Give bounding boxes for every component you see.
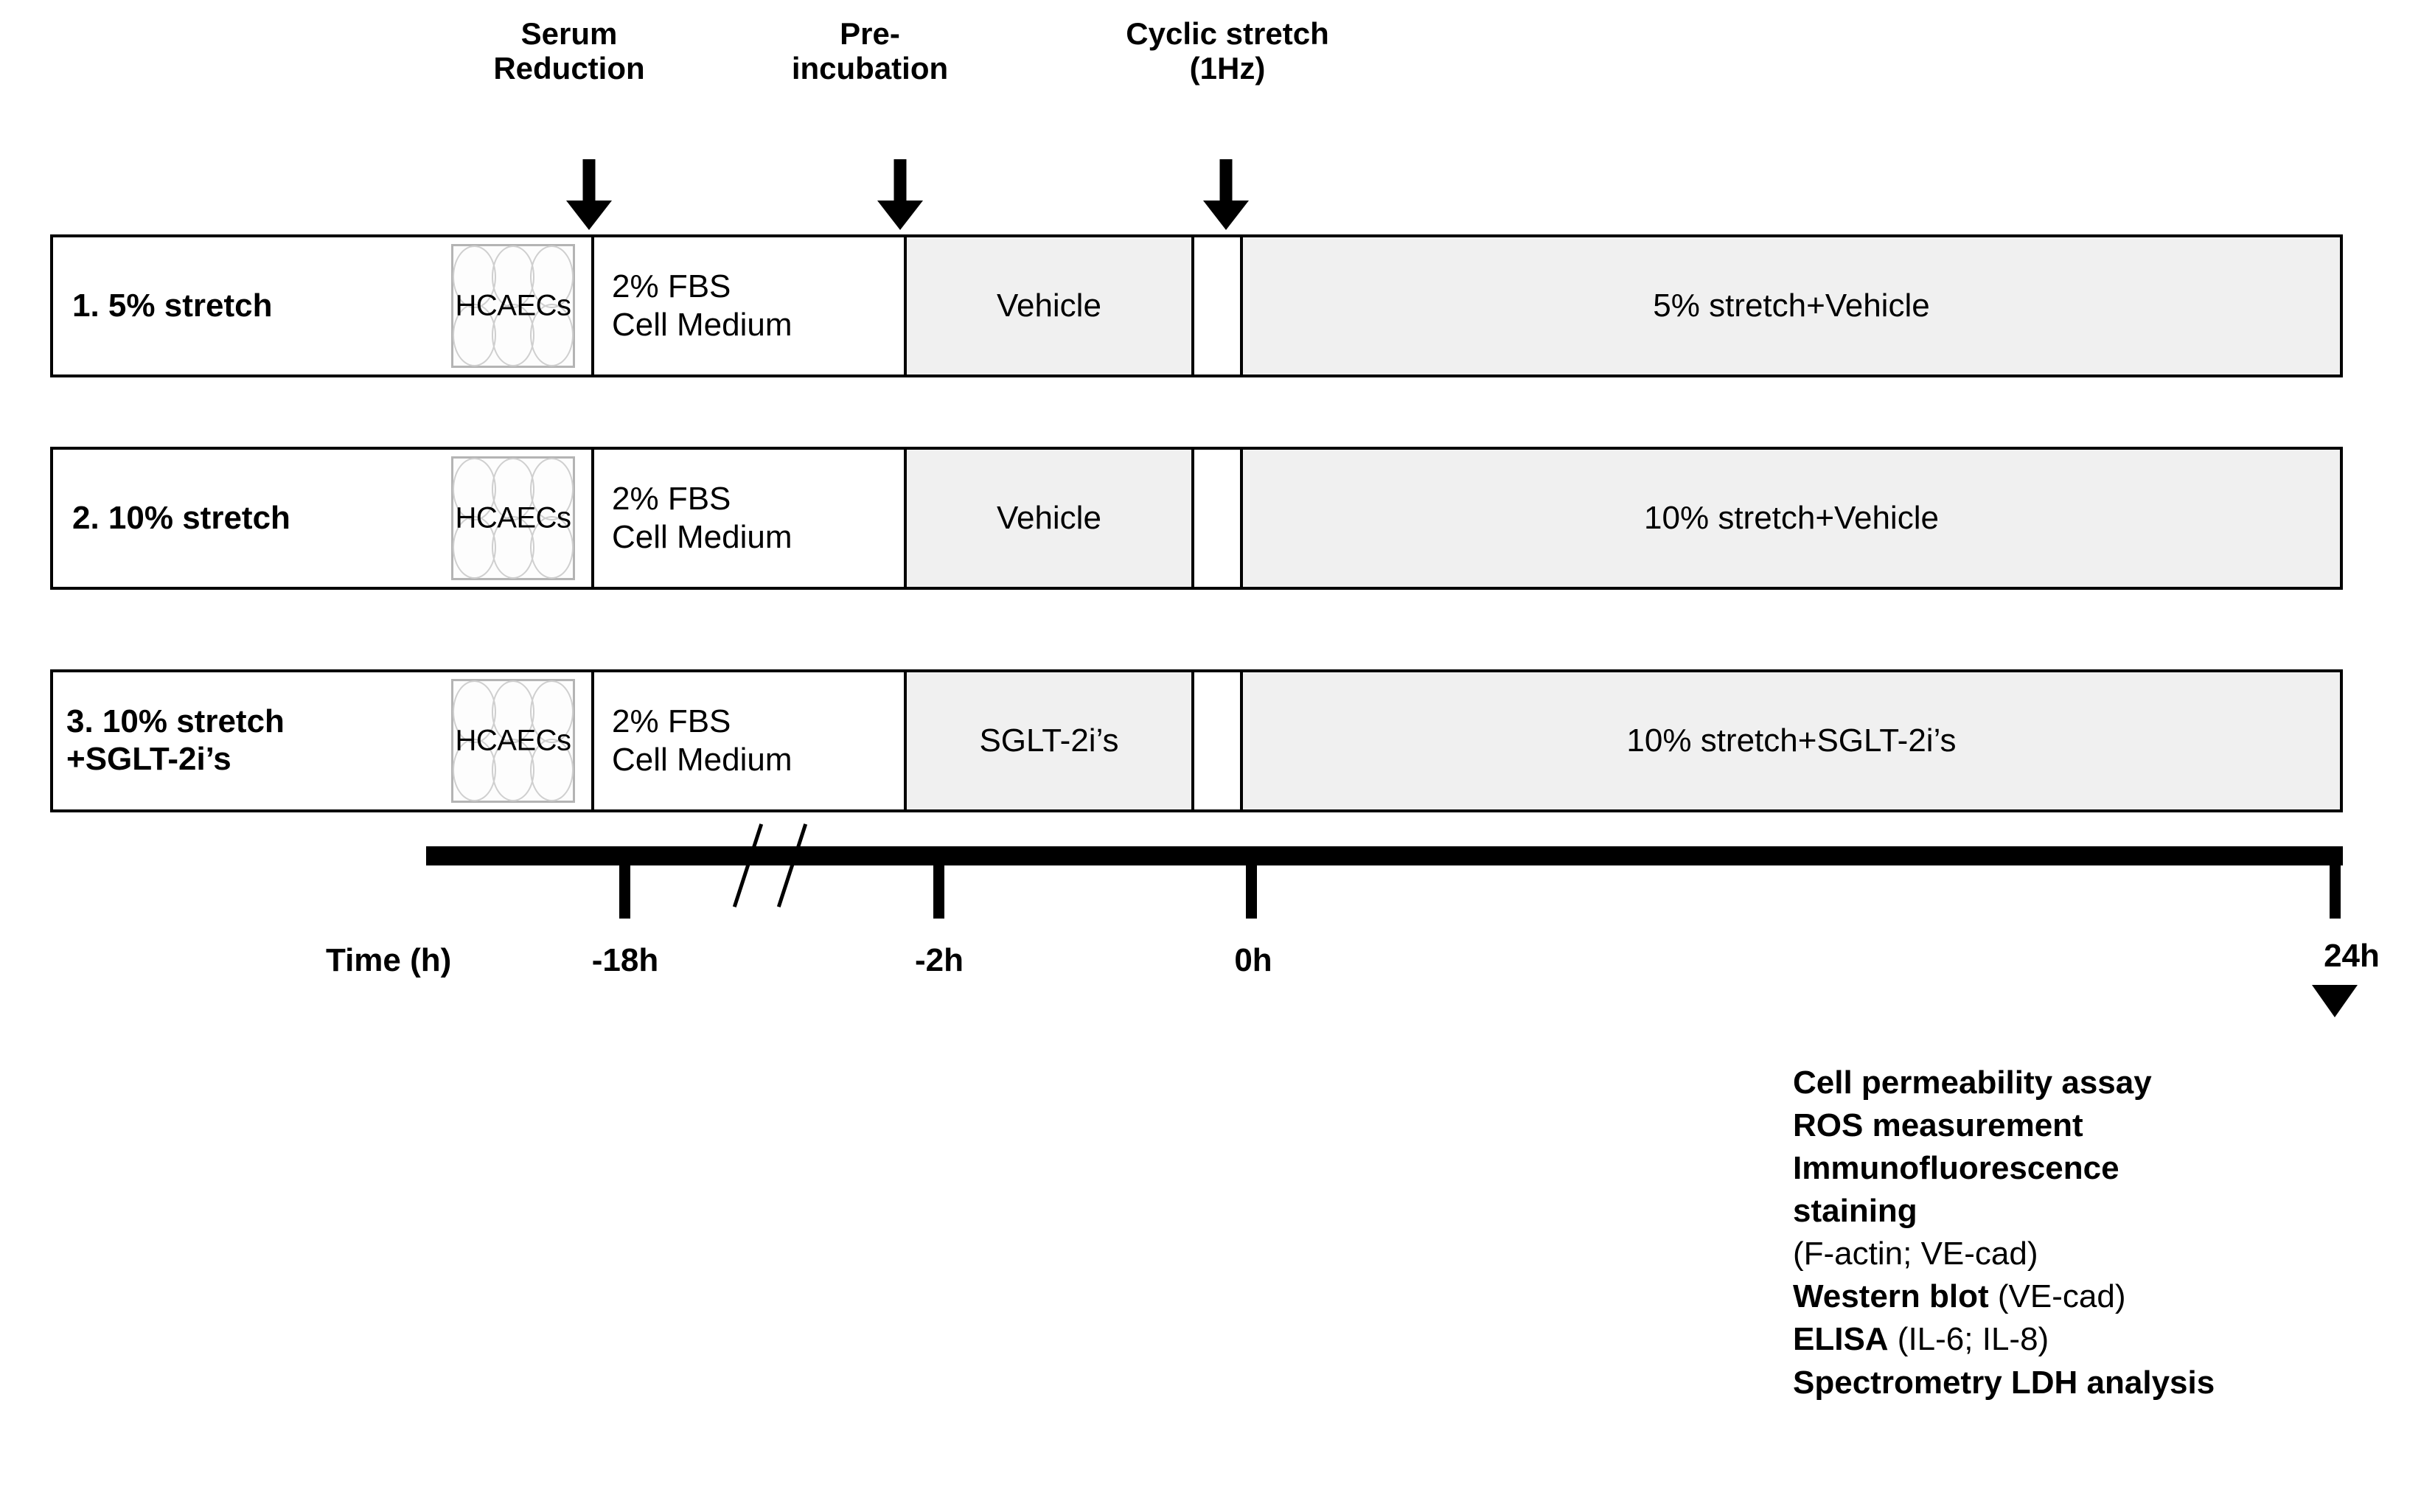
row-3-pre-incubation-cell: SGLT-2i’s — [904, 672, 1191, 809]
row-1-medium-cell: 2% FBS Cell Medium — [591, 237, 904, 374]
timeline-axis-bar — [426, 846, 2343, 865]
row-2-gap-cell — [1191, 450, 1240, 587]
row-1-pre-incubation-cell: Vehicle — [904, 237, 1191, 374]
assay-item: Immunofluorescence — [1793, 1147, 2383, 1190]
well-plate-icon: HCAECs — [451, 456, 575, 580]
assay-item-name: ELISA — [1793, 1321, 1889, 1358]
assay-item-detail: (F-actin; VE-cad) — [1793, 1236, 2038, 1272]
well-plate-icon: HCAECs — [451, 679, 575, 803]
timeline-endpoint-arrow — [2312, 985, 2358, 1017]
well — [530, 304, 574, 366]
assay-item: Spectrometry LDH analysis — [1793, 1362, 2383, 1404]
timeline-break-slash — [776, 823, 808, 907]
row-2-pre-incubation-cell: Vehicle — [904, 450, 1191, 587]
assay-item-detail: (IL-6; IL-8) — [1888, 1321, 2049, 1358]
plate-cell-type-label: HCAECs — [455, 724, 571, 757]
phase-label-pre-incubation: Pre- incubation — [791, 16, 949, 86]
row-1-treatment-cell: 5% stretch+Vehicle — [1240, 237, 2340, 374]
arrow-pre-incubation — [877, 159, 923, 230]
assay-item: Cell permeability assay — [1793, 1062, 2383, 1104]
row-2-condition-label: 2. 10% stretch — [53, 450, 435, 587]
assay-item: ROS measurement — [1793, 1104, 2383, 1147]
row-1-gap-cell — [1191, 237, 1240, 374]
condition-row-2: 2. 10% stretch HCAECs 2% FBS Cell Medium… — [50, 447, 2343, 590]
timeline-tick--2h — [933, 865, 944, 919]
assay-item-name: Spectrometry LDH analysis — [1793, 1364, 2215, 1401]
timeline-tick-24h — [2330, 865, 2341, 919]
assay-item: (F-actin; VE-cad) — [1793, 1233, 2383, 1275]
arrow-cyclic-stretch — [1203, 159, 1249, 230]
timeline-tick-label--18h: -18h — [591, 942, 659, 978]
assay-readout-list: Cell permeability assay ROS measurement … — [1793, 1062, 2383, 1404]
plate-cell-type-label: HCAECs — [455, 501, 571, 534]
assay-item-detail: (VE-cad) — [1988, 1278, 2126, 1315]
timeline-tick--18h — [619, 865, 630, 919]
row-2-treatment-cell: 10% stretch+Vehicle — [1240, 450, 2340, 587]
timeline-tick-label-24h: 24h — [2324, 938, 2380, 974]
phase-label-serum-reduction: Serum Reduction — [493, 16, 645, 86]
timeline-tick-label-0h: 0h — [1234, 942, 1272, 978]
well-plate-icon: HCAECs — [451, 244, 575, 368]
assay-item: ELISA (IL-6; IL-8) — [1793, 1318, 2383, 1361]
plate-wells — [453, 245, 574, 366]
row-3-condition-label: 3. 10% stretch +SGLT-2i’s — [53, 672, 435, 809]
plate-wells — [453, 680, 574, 801]
timeline-break-slash — [732, 823, 764, 907]
row-3-gap-cell — [1191, 672, 1240, 809]
assay-item-name: staining — [1793, 1193, 1917, 1230]
condition-row-1: 1. 5% stretch HCAECs 2% FBS Cell Medium … — [50, 234, 2343, 377]
plate-wells — [453, 458, 574, 579]
timeline-tick-label--2h: -2h — [915, 942, 964, 978]
row-2-medium-cell: 2% FBS Cell Medium — [591, 450, 904, 587]
row-3-treatment-cell: 10% stretch+SGLT-2i’s — [1240, 672, 2340, 809]
assay-item-name: ROS measurement — [1793, 1107, 2083, 1144]
assay-item: staining — [1793, 1190, 2383, 1233]
well — [530, 516, 574, 579]
phase-label-cyclic-stretch: Cyclic stretch (1Hz) — [1126, 16, 1329, 86]
plate-cell-type-label: HCAECs — [455, 289, 571, 322]
assay-item: Western blot (VE-cad) — [1793, 1275, 2383, 1318]
row-3-medium-cell: 2% FBS Cell Medium — [591, 672, 904, 809]
condition-row-3: 3. 10% stretch +SGLT-2i’s HCAECs 2% FBS … — [50, 669, 2343, 812]
assay-item-name: Immunofluorescence — [1793, 1150, 2119, 1187]
row-1-condition-label: 1. 5% stretch — [53, 237, 435, 374]
arrow-serum-reduction — [566, 159, 612, 230]
well — [530, 739, 574, 801]
row-3-plate-cell: HCAECs — [435, 672, 591, 809]
row-2-plate-cell: HCAECs — [435, 450, 591, 587]
timeline-axis-title: Time (h) — [326, 942, 452, 978]
timeline-tick-0h — [1246, 865, 1257, 919]
row-1-plate-cell: HCAECs — [435, 237, 591, 374]
assay-item-name: Cell permeability assay — [1793, 1065, 2152, 1101]
assay-item-name: Western blot — [1793, 1278, 1989, 1315]
